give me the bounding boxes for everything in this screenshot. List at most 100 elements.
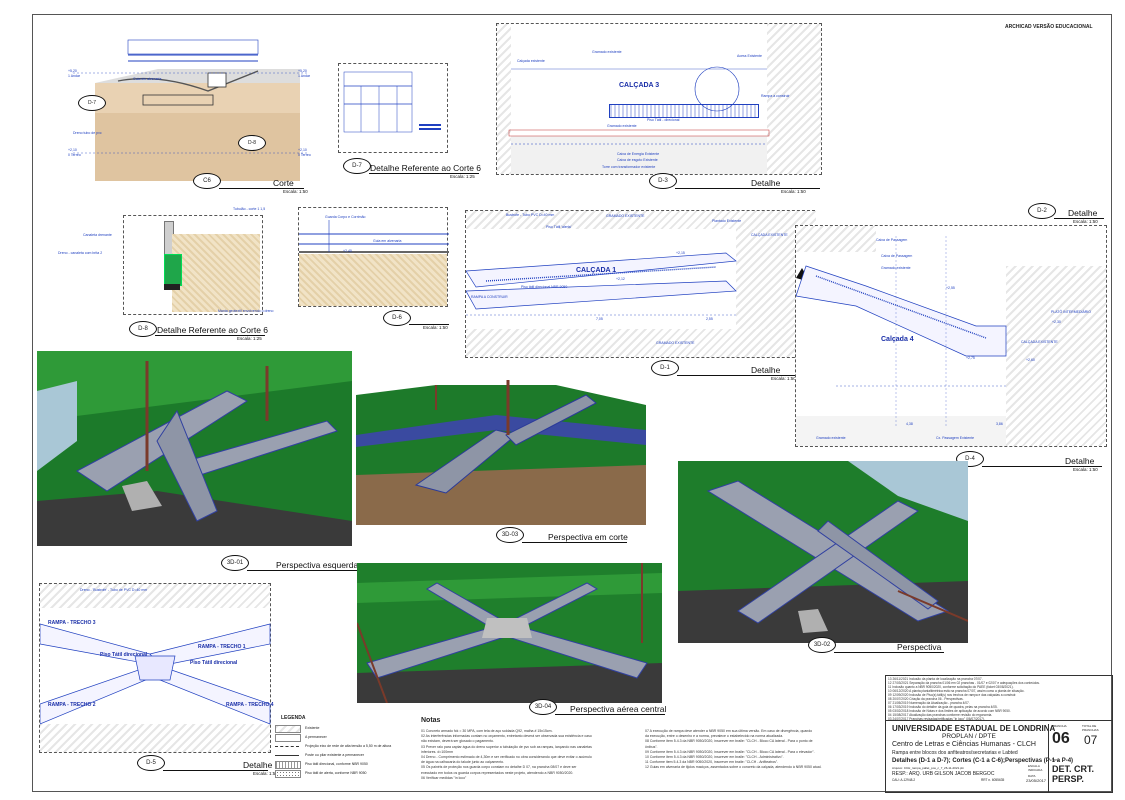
d1-label-6: GRAMADO EXISTENTE <box>656 341 695 345</box>
d3-label-1: Gramado existente <box>592 50 622 54</box>
view-d5: RAMPA - TRECHO 3 RAMPA - TRECHO 1 Piso T… <box>39 583 274 753</box>
tb-department: PROPLAN / DPTE <box>942 733 996 740</box>
tb-center: Centro de Letras e Ciências Humanas - CL… <box>892 741 1036 748</box>
3d04-render <box>357 563 662 703</box>
d2-title-line <box>1054 218 1104 219</box>
d3-label-3: Piso Tátil - direcional <box>647 118 680 122</box>
3d04-title: Perspectiva aérea central <box>570 704 667 714</box>
d1-hatch-bottom <box>466 329 816 357</box>
note-02: 02 As interferências informadas contam n… <box>421 734 592 739</box>
d5-label-4: RAMPA - TRECHO 4 <box>226 702 274 708</box>
d1-scale: Escala: 1:50 <box>771 376 796 381</box>
view-d7 <box>338 63 448 153</box>
d4-label-7: +2,55 <box>946 286 955 290</box>
tb-sheet-label: PRANCHA <box>1052 724 1067 728</box>
d5-hatch-bottom <box>40 724 270 752</box>
d1-label-10: 7,05 <box>596 317 603 321</box>
3d03-title-line <box>522 542 627 543</box>
note-05: 05 Os painéis de proteção nos guarda cor… <box>421 765 577 770</box>
tb-crea: RRT n. 6055635 <box>981 778 1005 782</box>
view-d1: CALÇADA 1 Bustrofe - Tubo PVC D=40 mm Pi… <box>465 210 816 358</box>
d4-label-12: 3,86 <box>996 422 1003 426</box>
d4-label-8: +2,30 <box>1052 320 1061 324</box>
3d01-view-id: 3D-01 <box>221 555 249 571</box>
d3-label-7: Torre com transformador existente <box>602 165 656 169</box>
legend-item-0: Existente <box>305 726 320 730</box>
c6-level-right-top: +5,20 <box>298 69 307 73</box>
3d01-render <box>37 351 352 546</box>
legend-item-2: Projeção eixo de rede de alta tensão a 5… <box>305 744 392 748</box>
tb-cau: CAU: A-12948-2 <box>892 778 916 782</box>
note-08b: ônibus". <box>645 744 658 749</box>
tb-type: DET. CRT. PERSP. <box>1052 764 1095 784</box>
d1-label-7: Plantado Existente <box>712 219 742 223</box>
note-04b: de água na calhacaria do talude junto ao… <box>421 760 505 765</box>
legend-item-1: A permanecer <box>305 735 327 739</box>
rev-row-10: 03 24/07/2017 Pranchas revisadas/retific… <box>888 717 985 721</box>
d2-scale: Escala: 1:50 <box>1073 219 1098 224</box>
d5-title-line <box>163 770 268 771</box>
d5-label-6: Dreno - 'Bustrofe' - Tubo de PVC D=40 mm <box>80 588 148 592</box>
legend-swatch-directional <box>275 761 301 769</box>
notes-title: Notas <box>421 717 441 724</box>
note-03: 03 Prever ralo para captar água do dreno… <box>421 744 592 749</box>
tb-archive: Arquivo: CCH_rampa_pallet_pos_c_7_26-11-… <box>892 766 964 770</box>
3d01-title: Perspectiva esquerda <box>276 560 359 570</box>
d4-label-6: Cx. Passagem Existente <box>936 436 975 440</box>
c6-level-left-top: +5,20 <box>68 69 77 73</box>
d4-lines <box>796 236 1007 426</box>
notes-col2: 07 A execução de rampa deve atender a NB… <box>645 729 821 771</box>
d4-hatch-right <box>1006 266 1106 446</box>
legend-item-3: Poste ou pilar existente a permanecer <box>305 753 364 757</box>
d1-lines <box>466 252 737 316</box>
3d02-render <box>678 461 968 643</box>
view-d6 <box>298 207 449 307</box>
c6-view-id: C6 <box>193 173 221 189</box>
3d02-title-line <box>834 652 944 653</box>
d8-label-0: Tubulão - corte 1 1,5 <box>233 207 266 211</box>
d1-view-id: D-1 <box>651 360 679 376</box>
d5-label-0: RAMPA - TRECHO 3 <box>48 620 96 626</box>
d5-label-1: RAMPA - TRECHO 1 <box>198 644 246 650</box>
c6-level-left-bottom-name: 0 Terreo <box>68 153 81 157</box>
d1-title: Detalhe <box>751 365 781 375</box>
c6-note-dreno: Dreno tubo de pvc <box>73 131 102 135</box>
note-08: 08 Conforme item 5.4.3 da NBR 9050/2020,… <box>645 739 813 744</box>
tb-date-label: DATA <box>1028 774 1036 778</box>
d8-drain-base <box>164 284 180 290</box>
c6-callout-d7[interactable]: D-7 <box>78 95 106 111</box>
d7-scale: Escala: 1:25 <box>450 174 475 179</box>
c6-title-line <box>219 188 304 189</box>
d7-detail-drawing <box>343 71 441 133</box>
d5-label-3: RAMPA - TRECHO 2 <box>48 702 96 708</box>
d3-lines <box>508 66 770 145</box>
legend-swatch-keep <box>275 734 301 742</box>
perspective-3d03 <box>356 375 646 525</box>
tb-type-label: TIPO <box>1052 758 1060 762</box>
tb-date: 23/05/2017 <box>1026 778 1047 783</box>
d4-label-10: +2,60 <box>1026 358 1035 362</box>
3d02-view-id: 3D-02 <box>808 637 836 653</box>
tb-total-number: 07 <box>1084 733 1098 747</box>
drawing-sheet: ARCHICAD VERSÃO EDUCACIONAL +5,20 1 Anda… <box>32 14 1113 793</box>
3d02-title: Perspectiva <box>897 642 942 652</box>
d8-soil <box>172 234 260 312</box>
d5-scale: Escala: 1:50 <box>253 771 278 776</box>
3d04-view-id: 3D-04 <box>529 699 557 715</box>
c6-callout-d8[interactable]: D-8 <box>238 135 266 151</box>
d4-calcada-label: Calçada 4 <box>881 336 914 343</box>
rev-row-4: 09 12/09/2020 Inclusão de Piso(s) tátil(… <box>888 693 1017 697</box>
perspective-3d01 <box>37 351 352 546</box>
d5-view-id: D-5 <box>137 755 165 771</box>
legend-swatch-alert <box>275 770 301 778</box>
d1-label-2: GRAMADO EXISTENTE <box>606 214 645 218</box>
d1-hatch-top <box>466 211 816 229</box>
d1-calcada-label: CALÇADA 1 <box>576 267 617 274</box>
d4-label-9: +2,75 <box>966 356 975 360</box>
view-c6: +5,20 1 Andar +5,20 1 Andar +2,10 0 Terr… <box>58 25 313 183</box>
c6-level-right-bottom: +2,10 <box>298 148 307 152</box>
revision-table: 13 26/11/2021 Inclusão da planta de loca… <box>886 676 1112 721</box>
d5-label-2: Piso Tátil direcional <box>100 652 148 658</box>
rev-row-9: 04 15/08/2017 Atualização das pranchas c… <box>888 713 993 717</box>
rev-row-0: 13 26/11/2021 Inclusão da planta de loca… <box>888 677 983 681</box>
